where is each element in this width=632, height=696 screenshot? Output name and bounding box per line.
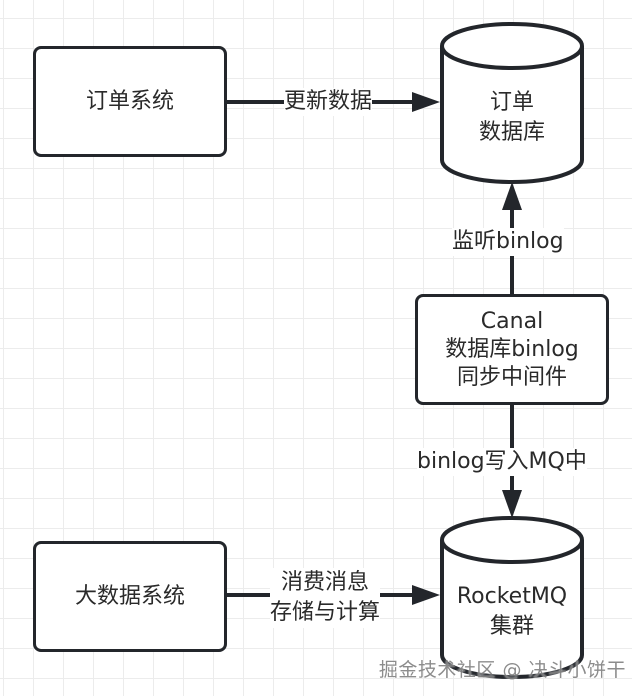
watermark: 掘金技术社区 @ 决斗小饼干 [378, 659, 626, 681]
canal-label-line1: Canal [480, 308, 544, 334]
edge-label-update-data: 更新数据 [284, 88, 373, 116]
order-db-cylinder [440, 22, 584, 184]
canal-label-line2: 数据库binlog [445, 336, 579, 362]
order-system-node[interactable]: 订单系统 [33, 46, 227, 157]
arrowhead-consume [412, 585, 440, 605]
bigdata-system-label: 大数据系统 [74, 583, 185, 609]
edge-label-listen-binlog: 监听binlog [452, 228, 564, 256]
canal-node[interactable]: Canal 数据库binlog 同步中间件 [415, 294, 609, 405]
rocketmq-label-line2: 集群 [489, 614, 534, 639]
order-db-label-line1: 订单 [489, 90, 534, 115]
rocketmq-node[interactable]: RocketMQ 集群 [442, 582, 582, 642]
order-db-node[interactable]: 订单 数据库 [442, 88, 582, 148]
edge-label-binlog-to-mq: binlog写入MQ中 [417, 448, 587, 476]
arrowhead-listen-binlog [502, 182, 522, 210]
rocketmq-label-line1: RocketMQ [456, 584, 568, 609]
arrowhead-binlog-to-mq [502, 490, 522, 518]
edge-label-consume-line2: 存储与计算 [270, 600, 381, 625]
edge-label-consume-line1: 消费消息 [281, 570, 370, 595]
order-db-label-line2: 数据库 [478, 120, 545, 145]
bigdata-system-node[interactable]: 大数据系统 [33, 541, 227, 652]
rocketmq-cylinder [440, 516, 584, 679]
edge-label-consume: 消费消息 存储与计算 [270, 568, 381, 628]
order-system-label: 订单系统 [85, 88, 174, 114]
arrowhead-update-data [412, 92, 440, 112]
canal-label-line3: 同步中间件 [456, 364, 567, 390]
